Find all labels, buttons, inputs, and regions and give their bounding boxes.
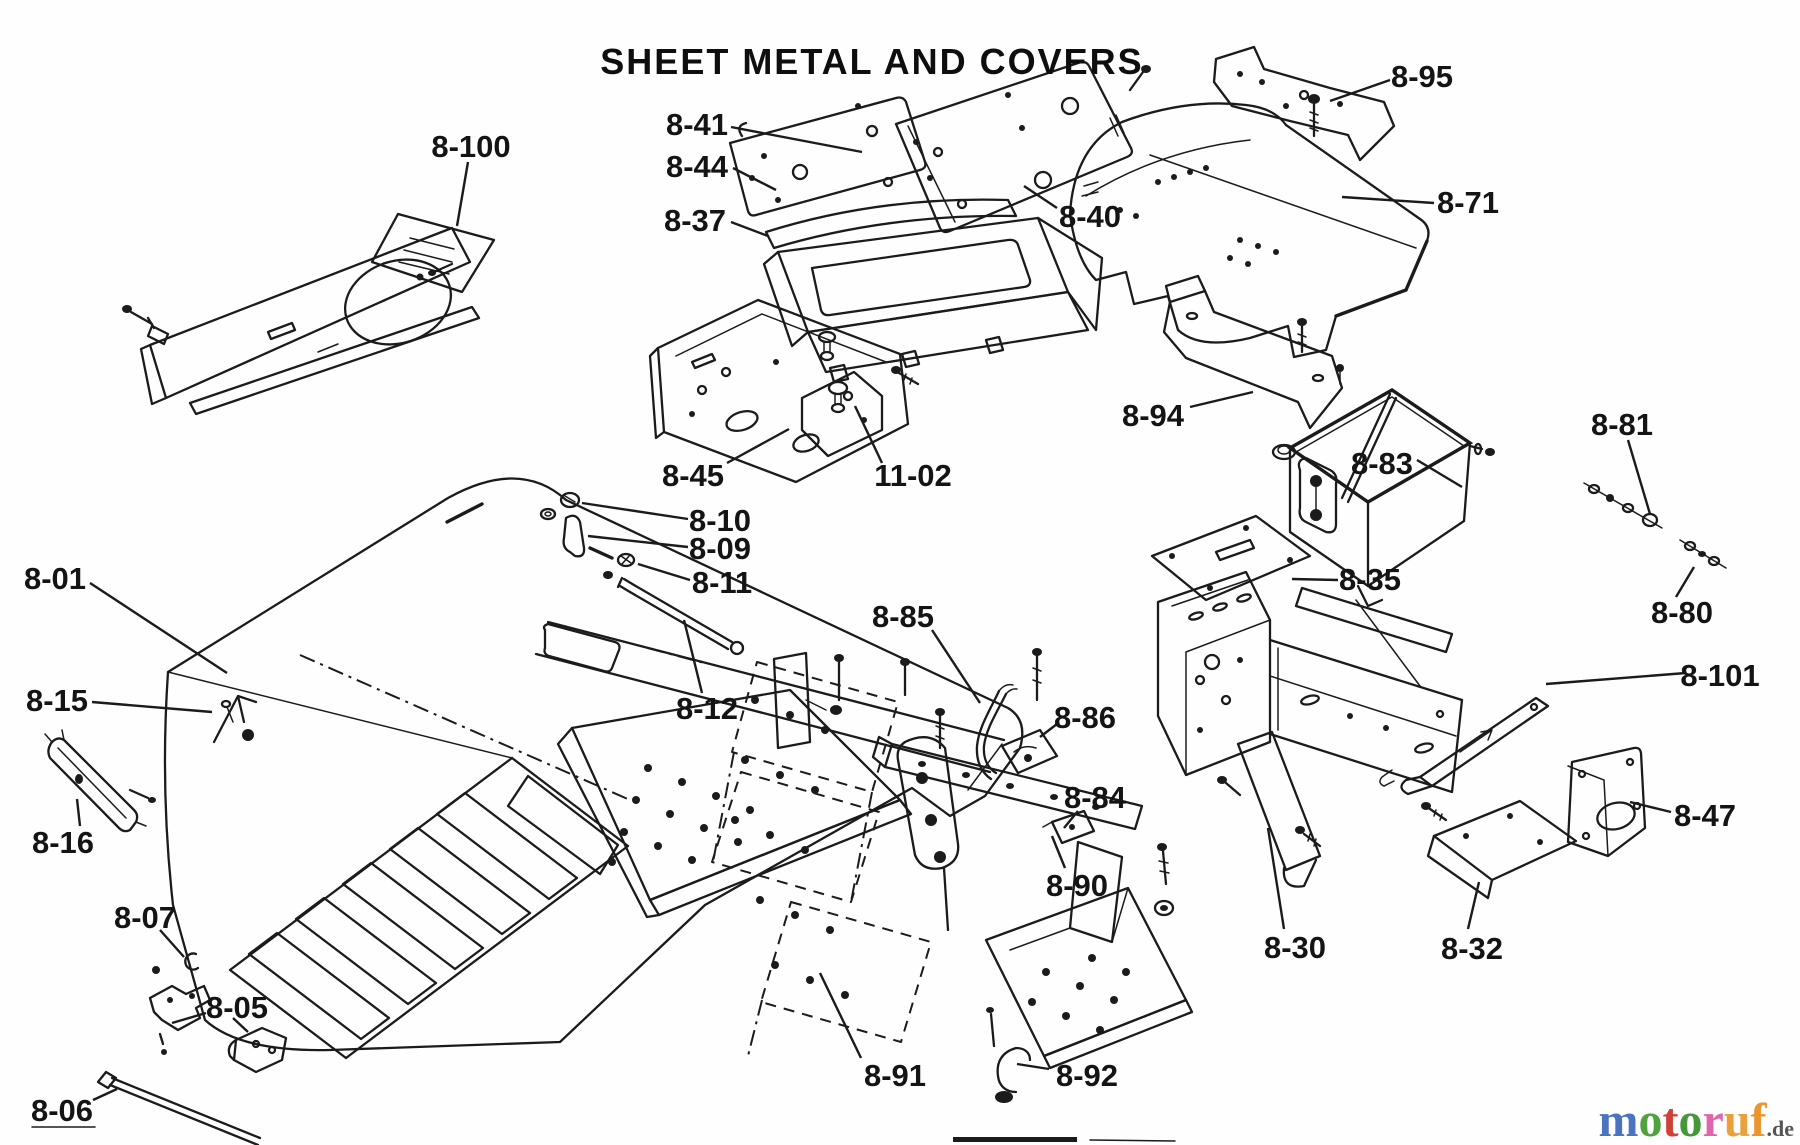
- part-drawing-8-01: [163, 477, 1024, 1060]
- motoruf-logo-letter: t: [1662, 1094, 1679, 1145]
- motoruf-logo-letter: m: [1598, 1094, 1639, 1145]
- part-label-8-16: 8-16: [32, 825, 94, 860]
- part-drawing-8-37: [762, 198, 1104, 384]
- part-label-8-85: 8-85: [872, 599, 934, 634]
- part-drawing-8-30: [1156, 570, 1464, 888]
- part-drawing-8-47: [1566, 746, 1647, 858]
- part-label-8-44: 8-44: [666, 149, 729, 184]
- part-label-8-05: 8-05: [206, 990, 268, 1025]
- part-label-8-95: 8-95: [1391, 59, 1453, 94]
- part-label-8-06: 8-06: [31, 1093, 93, 1128]
- part-label-8-32: 8-32: [1441, 931, 1503, 966]
- part-label-8-07: 8-07: [114, 900, 176, 935]
- part-drawing-8-90: [871, 708, 1144, 831]
- part-label-8-84: 8-84: [1064, 780, 1127, 815]
- bottom-reference-bar: [953, 1137, 1176, 1142]
- part-label-8-90: 8-90: [1046, 868, 1108, 903]
- part-label-8-80: 8-80: [1651, 595, 1713, 630]
- part-label-8-83: 8-83: [1351, 446, 1413, 481]
- part-drawing-8-86: [1000, 648, 1059, 775]
- part-label-8-91: 8-91: [864, 1058, 926, 1093]
- part-label-8-09: 8-09: [689, 531, 751, 566]
- motoruf-logo-letter: o: [1638, 1094, 1663, 1145]
- part-label-8-10: 8-10: [689, 503, 751, 538]
- part-drawing-8-95: [1212, 45, 1396, 162]
- part-label-8-40: 8-40: [1059, 199, 1121, 234]
- part-drawing-8-83: [1286, 387, 1495, 608]
- motoruf-logo-text: motoruf: [1599, 1094, 1767, 1145]
- part-drawing-8-101: [1379, 696, 1550, 796]
- part-label-8-45: 8-45: [662, 458, 724, 493]
- part-label-8-92: 8-92: [1056, 1058, 1118, 1093]
- part-label-8-01: 8-01: [24, 561, 86, 596]
- motoruf-watermark: motoruf.de: [1599, 1097, 1794, 1145]
- part-drawing-fasteners-8-10-8-09-8-11-8-12: [539, 491, 745, 656]
- diagram-title: SHEET METAL AND COVERS: [600, 41, 1143, 82]
- motoruf-logo-letter: r: [1702, 1094, 1724, 1145]
- part-label-8-81: 8-81: [1591, 407, 1653, 442]
- part-label-8-71: 8-71: [1437, 185, 1499, 220]
- part-drawing-8-06: [96, 1070, 262, 1145]
- part-drawing-8-85: [975, 683, 1018, 781]
- part-drawing-8-05: [148, 984, 288, 1074]
- part-drawing-8-07: [152, 952, 200, 1055]
- motoruf-logo-letter: u: [1723, 1094, 1751, 1145]
- part-label-8-30: 8-30: [1264, 930, 1326, 965]
- part-label-8-12: 8-12: [676, 691, 738, 726]
- part-drawing-8-15: [212, 694, 258, 744]
- part-label-11-02: 11-02: [874, 458, 952, 493]
- part-label-8-94: 8-94: [1122, 398, 1185, 433]
- motoruf-logo-suffix: .de: [1766, 1116, 1795, 1141]
- motoruf-logo-letter: f: [1750, 1094, 1767, 1145]
- part-drawing-8-32: [1421, 799, 1578, 900]
- part-drawing-8-45: [648, 298, 920, 484]
- part-drawing-8-71: [1068, 102, 1430, 359]
- part-drawing-8-16: [44, 729, 156, 833]
- part-label-8-37: 8-37: [664, 203, 726, 238]
- leader-lines: [31, 78, 1696, 1128]
- part-drawing-8-35: [1150, 514, 1312, 602]
- part-drawing-8-94: [1162, 274, 1344, 461]
- part-drawing-8-41: [728, 96, 927, 217]
- part-drawing-8-92: [984, 840, 1194, 1103]
- part-label-8-47: 8-47: [1674, 798, 1736, 833]
- part-drawing-8-40: [894, 60, 1151, 234]
- part-label-8-11: 8-11: [692, 565, 752, 600]
- part-label-8-101: 8-101: [1680, 658, 1759, 693]
- part-label-8-35: 8-35: [1339, 562, 1401, 597]
- part-label-8-41: 8-41: [666, 107, 728, 142]
- part-drawing-phantom-assembly: [647, 647, 932, 1057]
- part-label-8-100: 8-100: [431, 129, 510, 164]
- motoruf-logo-letter: o: [1678, 1094, 1703, 1145]
- part-labels: 8-100 8-41 8-44 8-37 8-40 8-95 8-71 8-94…: [24, 59, 1760, 1128]
- part-drawing-fasteners-8-81-8-80: [1583, 482, 1727, 569]
- part-label-8-86: 8-86: [1054, 700, 1116, 735]
- part-label-8-15: 8-15: [26, 683, 88, 718]
- part-drawing-8-100: [122, 212, 496, 416]
